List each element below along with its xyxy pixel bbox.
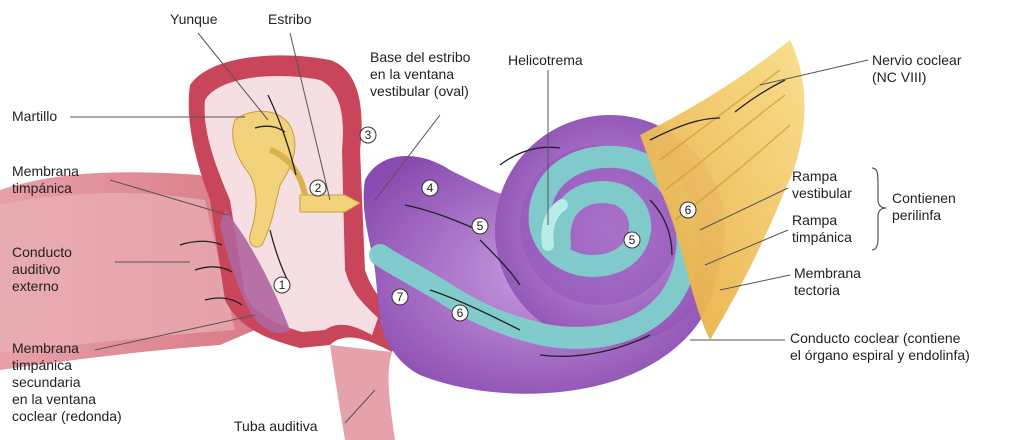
label-rampa-vestibular: Rampa vestibular	[792, 168, 852, 202]
label-membrana-timpanica-secundaria: Membrana timpánica secundaria en la vent…	[12, 340, 122, 425]
step-marker-3: 3	[360, 127, 376, 143]
step-marker-2: 2	[310, 180, 326, 196]
label-conducto-auditivo: Conducto auditivo externo	[12, 244, 72, 295]
svg-text:7: 7	[397, 290, 404, 304]
label-yunque: Yunque	[170, 11, 218, 28]
label-estribo: Estribo	[268, 11, 312, 28]
step-marker-5b: 5	[624, 232, 640, 248]
label-contienen-perilinfa: Contienen perilinfa	[892, 190, 956, 224]
label-helicotrema: Helicotrema	[508, 52, 583, 69]
step-marker-7: 7	[392, 289, 408, 305]
svg-text:5: 5	[477, 219, 484, 233]
step-marker-5a: 5	[472, 218, 488, 234]
svg-text:3: 3	[365, 128, 372, 142]
label-rampa-timpanica: Rampa timpánica	[792, 212, 852, 246]
auditory-tube-shape	[330, 345, 395, 440]
svg-text:1: 1	[279, 278, 286, 292]
svg-text:2: 2	[315, 181, 322, 195]
step-marker-6b: 6	[452, 305, 468, 321]
svg-text:6: 6	[685, 203, 692, 217]
step-marker-1: 1	[274, 277, 290, 293]
svg-text:5: 5	[629, 233, 636, 247]
label-tuba-auditiva: Tuba auditiva	[234, 418, 318, 435]
svg-text:4: 4	[427, 181, 434, 195]
label-membrana-timpanica: Membrana timpánica	[12, 163, 79, 197]
label-base-estribo: Base del estribo en la ventana vestibula…	[370, 49, 470, 100]
label-nervio-coclear: Nervio coclear (NC VIII)	[872, 52, 961, 86]
label-conducto-coclear: Conducto coclear (contiene el órgano esp…	[790, 330, 970, 364]
svg-text:6: 6	[457, 306, 464, 320]
step-marker-4: 4	[422, 180, 438, 196]
perilinfa-brace	[872, 168, 886, 250]
label-martillo: Martillo	[12, 108, 57, 125]
step-marker-6a: 6	[680, 202, 696, 218]
label-membrana-tectoria: Membrana tectoria	[794, 265, 861, 299]
